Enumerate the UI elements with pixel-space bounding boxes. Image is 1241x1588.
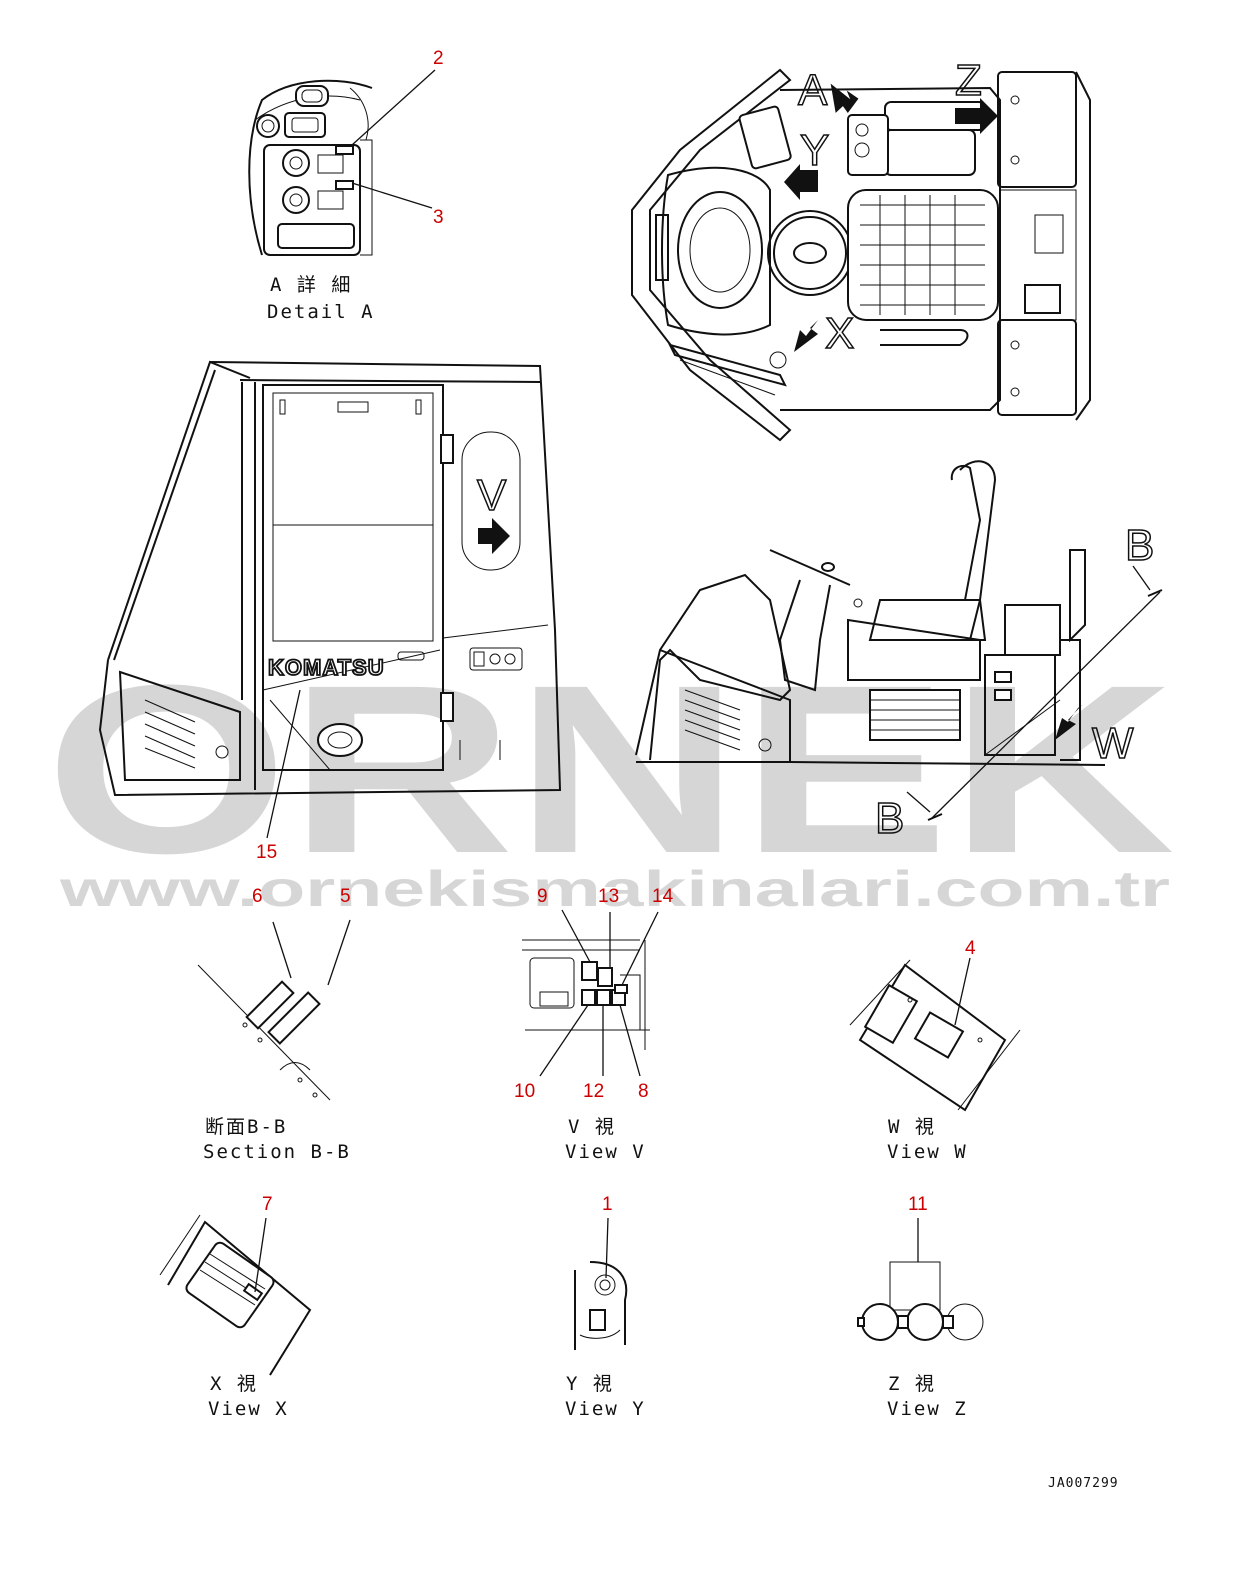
caption-view-v-en: View V: [565, 1141, 646, 1163]
komatsu-logo: KOMATSU: [268, 655, 385, 680]
view-w-drawing: [849, 959, 1021, 1112]
caption-view-y-en: View Y: [565, 1398, 646, 1420]
callout-12: 12: [583, 1081, 604, 1102]
callout-10: 10: [514, 1081, 535, 1102]
section-marker-b-bottom: B: [875, 794, 904, 843]
callout-1: 1: [602, 1194, 613, 1215]
view-y-drawing: [574, 1261, 628, 1350]
callouts: 2 3 15 6 5 9 13 14 4 10 12 8 7 1 11: [252, 48, 976, 1215]
callout-6: 6: [252, 886, 263, 907]
cab-plan-view: [631, 68, 1091, 442]
view-marker-w: W: [1092, 719, 1134, 768]
caption-view-w-jp: W 視: [888, 1116, 936, 1138]
caption-view-w-en: View W: [887, 1141, 968, 1163]
view-z-drawing: [857, 1261, 984, 1341]
view-marker-y: Y: [800, 126, 829, 175]
view-marker-z: Z: [955, 56, 982, 105]
operator-side-view: [635, 460, 1163, 821]
callout-15: 15: [256, 842, 277, 863]
callout-2: 2: [433, 48, 444, 69]
view-marker-x: X: [825, 309, 854, 358]
view-marker-v: V: [477, 471, 507, 520]
view-v-drawing: [522, 939, 650, 1050]
caption-view-z-en: View Z: [887, 1398, 968, 1420]
callout-9: 9: [537, 886, 548, 907]
watermark-url: www.ornekismakinalari.com.tr: [58, 861, 1170, 917]
caption-detail-a-jp: A 詳 細: [270, 274, 352, 296]
callout-14: 14: [652, 886, 674, 907]
captions: A 詳 細 Detail A 断面B-B Section B-B V 視 Vie…: [203, 274, 968, 1420]
watermark-brand: ORNEK: [45, 635, 1175, 903]
cab-side-view: [98, 360, 562, 797]
caption-section-bb-jp: 断面B-B: [205, 1116, 287, 1138]
detail-a-drawing: [248, 79, 373, 256]
callout-5: 5: [340, 886, 351, 907]
caption-view-z-jp: Z 視: [888, 1373, 936, 1395]
section-bb-drawing: [197, 964, 331, 1101]
caption-detail-a-en: Detail A: [267, 301, 375, 323]
callout-8: 8: [638, 1081, 649, 1102]
drawing-number: JA007299: [1048, 1476, 1119, 1491]
view-x-drawing: [159, 1214, 312, 1376]
watermark: ORNEK www.ornekismakinalari.com.tr: [45, 635, 1175, 917]
callout-3: 3: [433, 207, 444, 228]
caption-view-v-jp: V 視: [568, 1116, 616, 1138]
callout-7: 7: [262, 1194, 273, 1215]
caption-view-x-jp: X 視: [210, 1373, 258, 1395]
caption-view-y-jp: Y 視: [566, 1373, 614, 1395]
section-marker-b-top: B: [1125, 521, 1154, 570]
view-marker-a: A: [798, 66, 828, 115]
callout-13: 13: [598, 886, 619, 907]
callout-4: 4: [965, 938, 976, 959]
caption-section-bb-en: Section B-B: [203, 1141, 351, 1163]
callout-11: 11: [908, 1194, 928, 1215]
caption-view-x-en: View X: [208, 1398, 289, 1420]
